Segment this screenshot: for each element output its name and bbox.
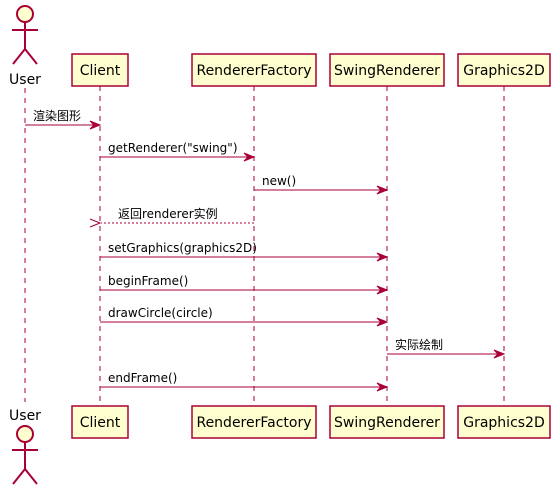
participant-bottom-client: Client xyxy=(71,405,129,439)
participant-box xyxy=(71,405,129,439)
message-arrowhead xyxy=(376,382,389,392)
participant-bottom-factory: RendererFactory xyxy=(191,405,317,439)
message-arrowhead xyxy=(243,152,256,162)
message-arrowhead xyxy=(376,317,389,327)
participant-label: RendererFactory xyxy=(196,415,311,431)
message-9: endFrame() xyxy=(100,371,389,392)
message-label: new() xyxy=(262,174,296,188)
actor-label: User xyxy=(9,72,41,88)
participant-box xyxy=(457,53,551,87)
participant-box xyxy=(191,53,317,87)
actor-head xyxy=(16,5,34,23)
message-4: 返回renderer实例 xyxy=(89,206,254,228)
message-label: beginFrame() xyxy=(108,274,188,288)
actor-head xyxy=(16,425,34,443)
participant-label: SwingRenderer xyxy=(334,63,440,79)
message-arrowhead xyxy=(376,285,389,295)
participant-top-swing: SwingRenderer xyxy=(329,53,445,87)
message-arrowhead xyxy=(376,252,389,262)
message-label: endFrame() xyxy=(108,371,177,385)
message-2: getRenderer("swing") xyxy=(100,141,256,162)
participant-label: Client xyxy=(80,63,121,79)
message-6: beginFrame() xyxy=(100,274,389,295)
participant-top-g2d: Graphics2D xyxy=(457,53,551,87)
message-arrowhead xyxy=(89,218,102,228)
actor-top-user: User xyxy=(9,5,41,88)
participant-label: Graphics2D xyxy=(463,415,545,431)
message-arrowhead xyxy=(493,349,506,359)
participant-top-factory: RendererFactory xyxy=(191,53,317,87)
participant-label: RendererFactory xyxy=(196,63,311,79)
message-5: setGraphics(graphics2D) xyxy=(100,241,389,262)
message-8: 实际绘制 xyxy=(387,337,506,359)
participant-label: Client xyxy=(80,415,121,431)
message-label: 实际绘制 xyxy=(395,337,443,352)
actor-leg-right xyxy=(24,48,38,65)
participant-top-client: Client xyxy=(71,53,129,87)
participant-bottom-g2d: Graphics2D xyxy=(457,405,551,439)
participant-bottom-swing: SwingRenderer xyxy=(329,405,445,439)
message-arrowhead xyxy=(89,120,102,130)
actor-leg-left xyxy=(12,468,26,485)
actor-bottom-user: User xyxy=(9,408,41,485)
actor-leg-left xyxy=(12,48,26,65)
message-label: setGraphics(graphics2D) xyxy=(108,241,257,255)
message-1: 渲染图形 xyxy=(25,108,102,130)
participant-box xyxy=(191,405,317,439)
message-label: drawCircle(circle) xyxy=(108,306,213,320)
participant-box xyxy=(457,405,551,439)
actor-label: User xyxy=(9,408,41,424)
message-label: getRenderer("swing") xyxy=(108,141,238,155)
message-7: drawCircle(circle) xyxy=(100,306,389,327)
message-label: 返回renderer实例 xyxy=(118,206,218,221)
actor-leg-right xyxy=(24,468,38,485)
participant-box xyxy=(329,405,445,439)
participant-label: Graphics2D xyxy=(463,63,545,79)
message-3: new() xyxy=(254,174,389,195)
message-label: 渲染图形 xyxy=(33,108,81,123)
participant-label: SwingRenderer xyxy=(334,415,440,431)
participant-box xyxy=(329,53,445,87)
participant-box xyxy=(71,53,129,87)
message-arrowhead xyxy=(376,185,389,195)
